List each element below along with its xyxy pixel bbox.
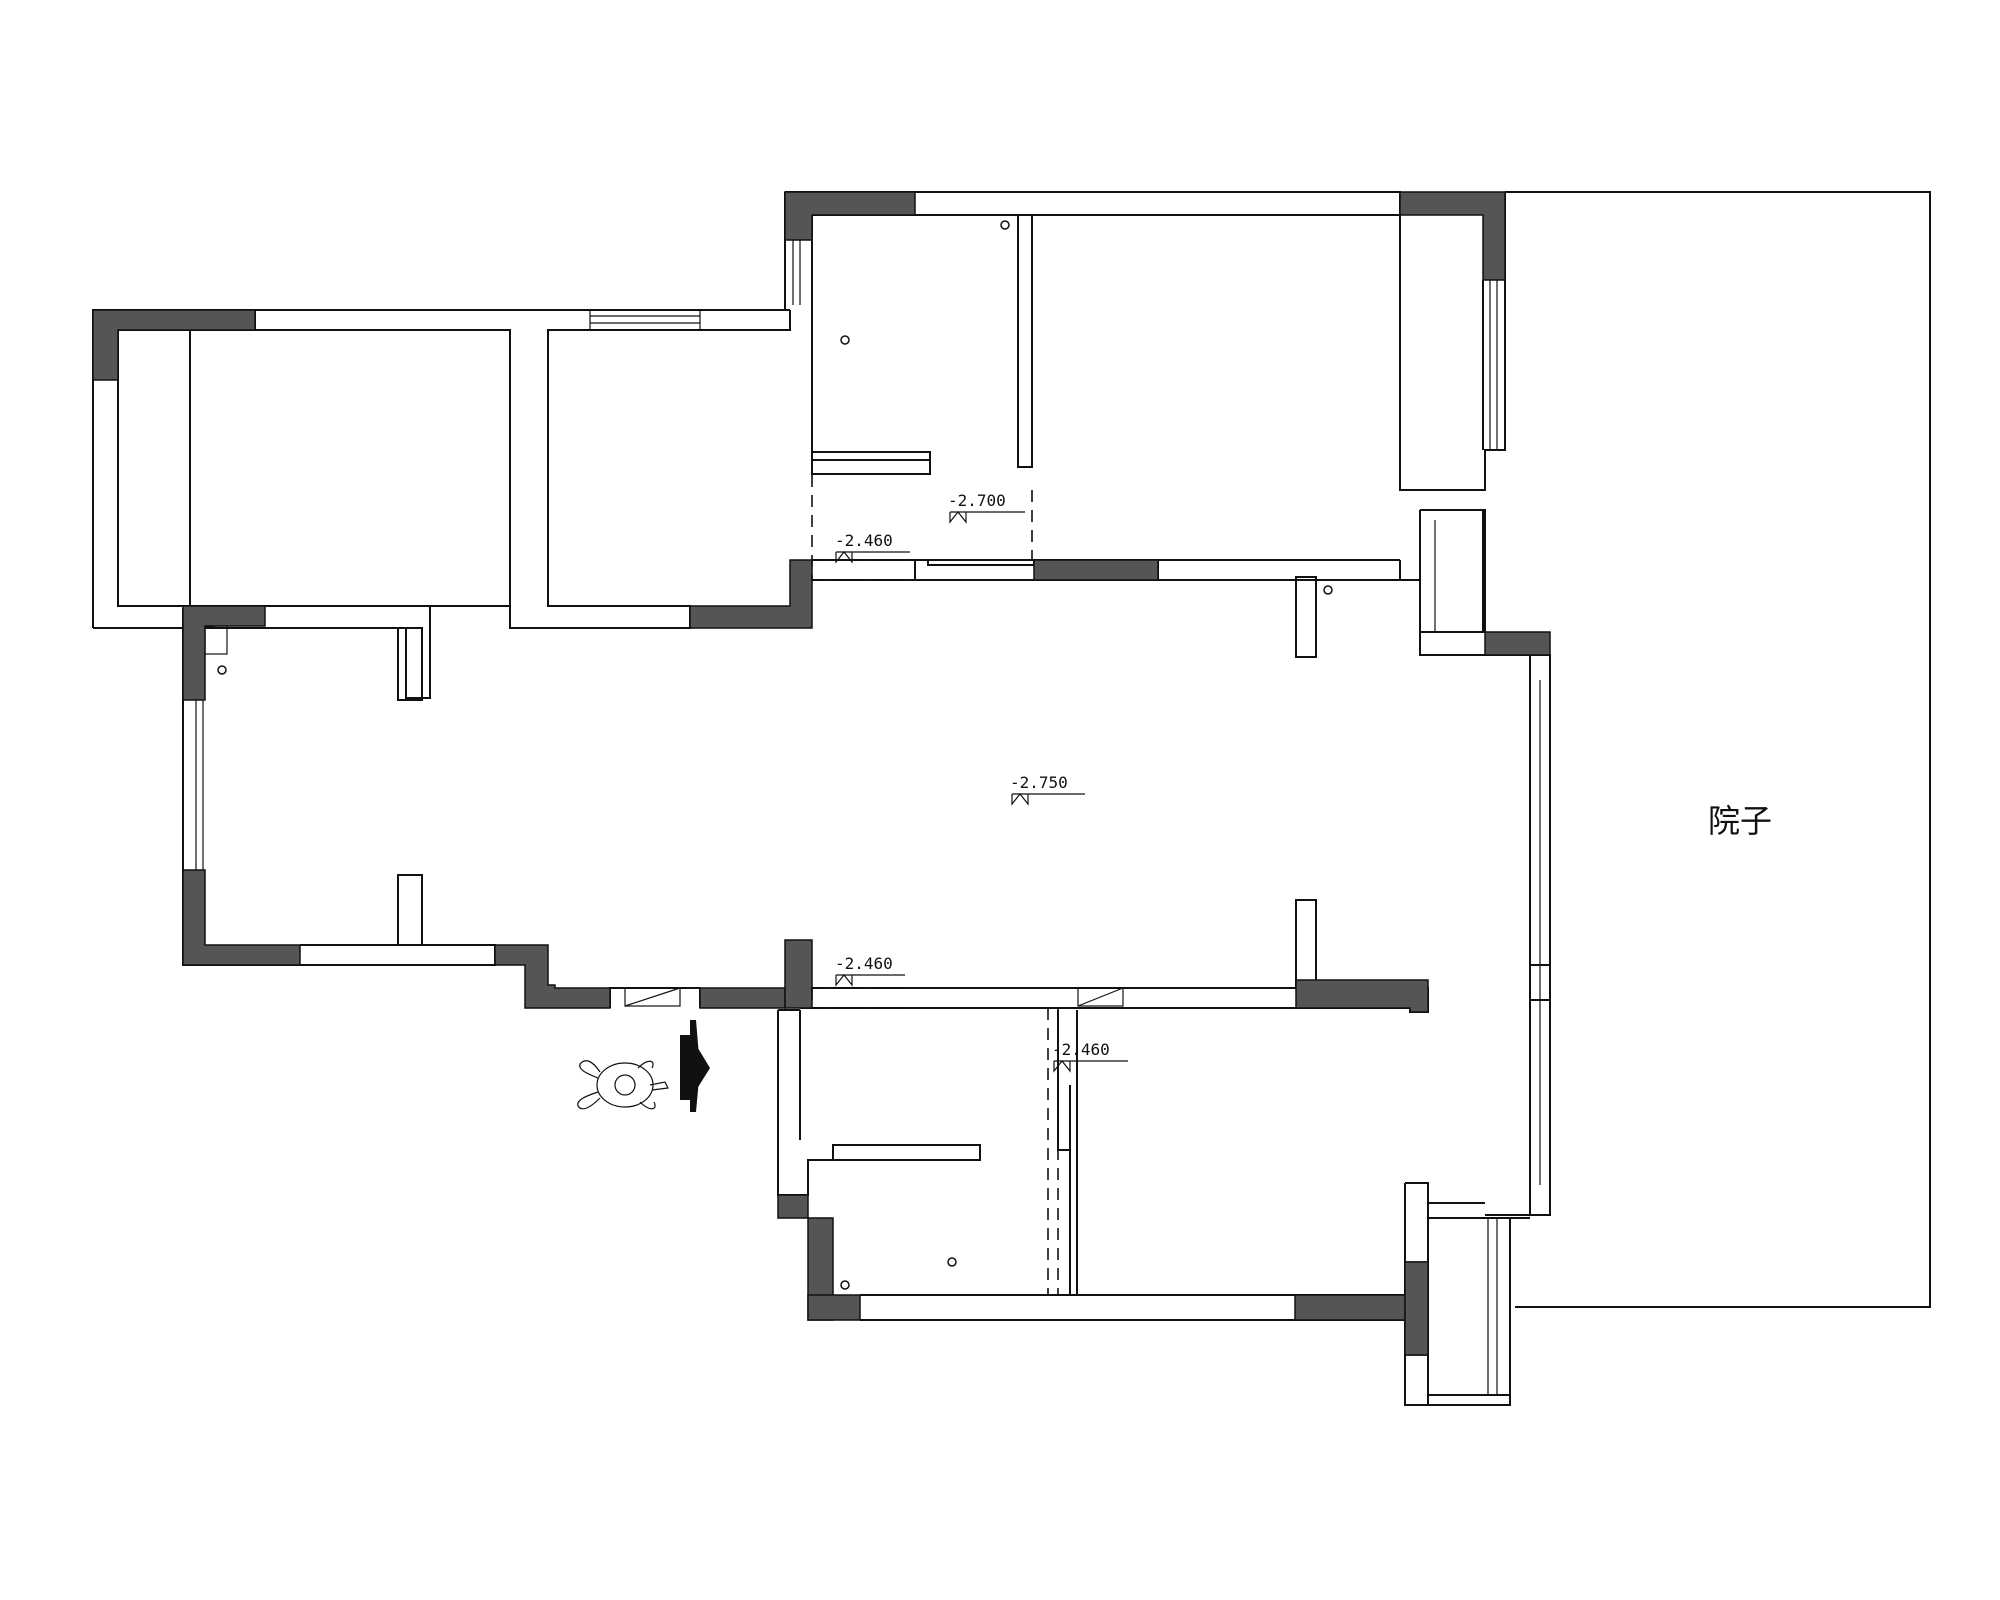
fixtures: [217, 220, 1333, 1290]
level-marker-living: -2.750: [1010, 773, 1085, 806]
level-marker-top-right: -2.700: [948, 491, 1025, 524]
solid-walls: [92, 191, 1551, 1356]
yard-area: 院子: [1505, 191, 1931, 1308]
fixture-marker: [1323, 585, 1333, 595]
fixture-marker: [840, 1280, 850, 1290]
person-walking-icon: [577, 1060, 669, 1110]
level-text: -2.700: [948, 491, 1006, 510]
fixture-marker: [217, 665, 227, 675]
fixture-marker: [947, 1257, 957, 1267]
level-marker-entry: -2.460: [835, 954, 905, 987]
fixture-marker: [840, 335, 850, 345]
fixture-marker: [1000, 220, 1010, 230]
level-text: -2.750: [1010, 773, 1068, 792]
level-text: -2.460: [835, 954, 893, 973]
level-marker-bath: -2.460: [835, 531, 910, 564]
entry-arrow-icon: [680, 1020, 710, 1112]
door-openings: [811, 475, 1059, 1295]
level-marker-bottom-right: -2.460: [1052, 1040, 1128, 1073]
level-text: -2.460: [1052, 1040, 1110, 1059]
yard-label: 院子: [1708, 802, 1772, 840]
level-text: -2.460: [835, 531, 893, 550]
